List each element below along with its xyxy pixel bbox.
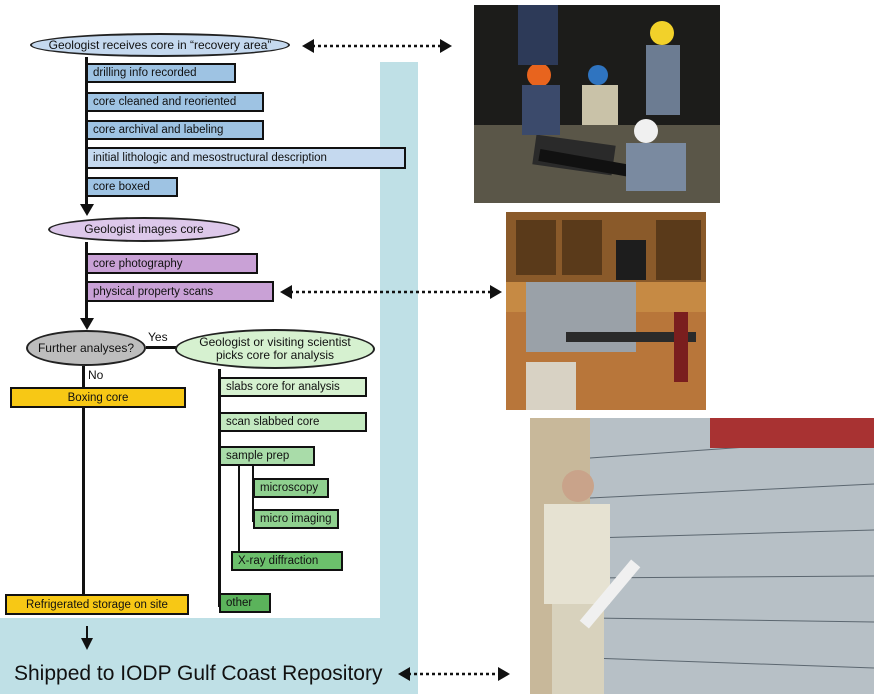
stage1-step-5: core boxed [86, 177, 178, 197]
boxing-core-box: Boxing core [10, 387, 186, 408]
stage3-other: other [219, 593, 271, 613]
link-arrow-2 [280, 285, 502, 299]
stage2-step-2: physical property scans [86, 281, 274, 302]
prep-step-microscopy: microscopy [253, 478, 329, 498]
stage1-step-2: core cleaned and reoriented [86, 92, 264, 112]
final-destination: Shipped to IODP Gulf Coast Repository [14, 662, 383, 685]
stage1-step-1: drilling info recorded [86, 63, 236, 83]
arrow-down-icon [80, 318, 94, 330]
stage2-title: Geologist images core [84, 222, 204, 236]
stage2-step-1: core photography [86, 253, 258, 274]
no-label: No [88, 368, 104, 382]
storage-flow-line [86, 626, 88, 640]
prep-step-micro-imaging: micro imaging [253, 509, 339, 529]
stage3-step-2: scan slabbed core [219, 412, 367, 432]
prep-step-xrd: X-ray diffraction [231, 551, 343, 571]
stage1-title-oval: Geologist receives core in “recovery are… [30, 33, 290, 57]
background-band-bottom [0, 618, 418, 694]
arrow-down-icon [81, 638, 93, 650]
stage3-title-oval: Geologist or visiting scientist picks co… [175, 329, 375, 369]
stage1-title: Geologist receives core in “recovery are… [48, 37, 272, 52]
lab-scanner-photo [506, 212, 706, 410]
decision-oval: Further analyses? [26, 330, 146, 366]
core-repository-photo [530, 418, 874, 694]
arrow-down-icon [80, 204, 94, 216]
storage-box: Refrigerated storage on site [5, 594, 189, 615]
stage1-step-3: core archival and labeling [86, 120, 264, 140]
link-arrow-1 [302, 39, 452, 53]
stage3-flow-line [218, 369, 221, 607]
decision-question: Further analyses? [37, 340, 135, 355]
background-band-vertical [380, 62, 418, 622]
stage1-step-4: initial lithologic and mesostructural de… [86, 147, 406, 169]
stage2-title-oval: Geologist images core [48, 217, 240, 242]
field-crew-photo [474, 5, 720, 203]
yes-connector [146, 346, 176, 349]
prep-flow-line [238, 466, 240, 566]
stage3-step-3: sample prep [219, 446, 315, 466]
stage3-title: Geologist or visiting scientist picks co… [199, 335, 351, 362]
no-flow-line [82, 366, 85, 596]
link-arrow-3 [398, 667, 510, 681]
stage3-step-1: slabs core for analysis [219, 377, 367, 397]
yes-label: Yes [148, 330, 168, 344]
